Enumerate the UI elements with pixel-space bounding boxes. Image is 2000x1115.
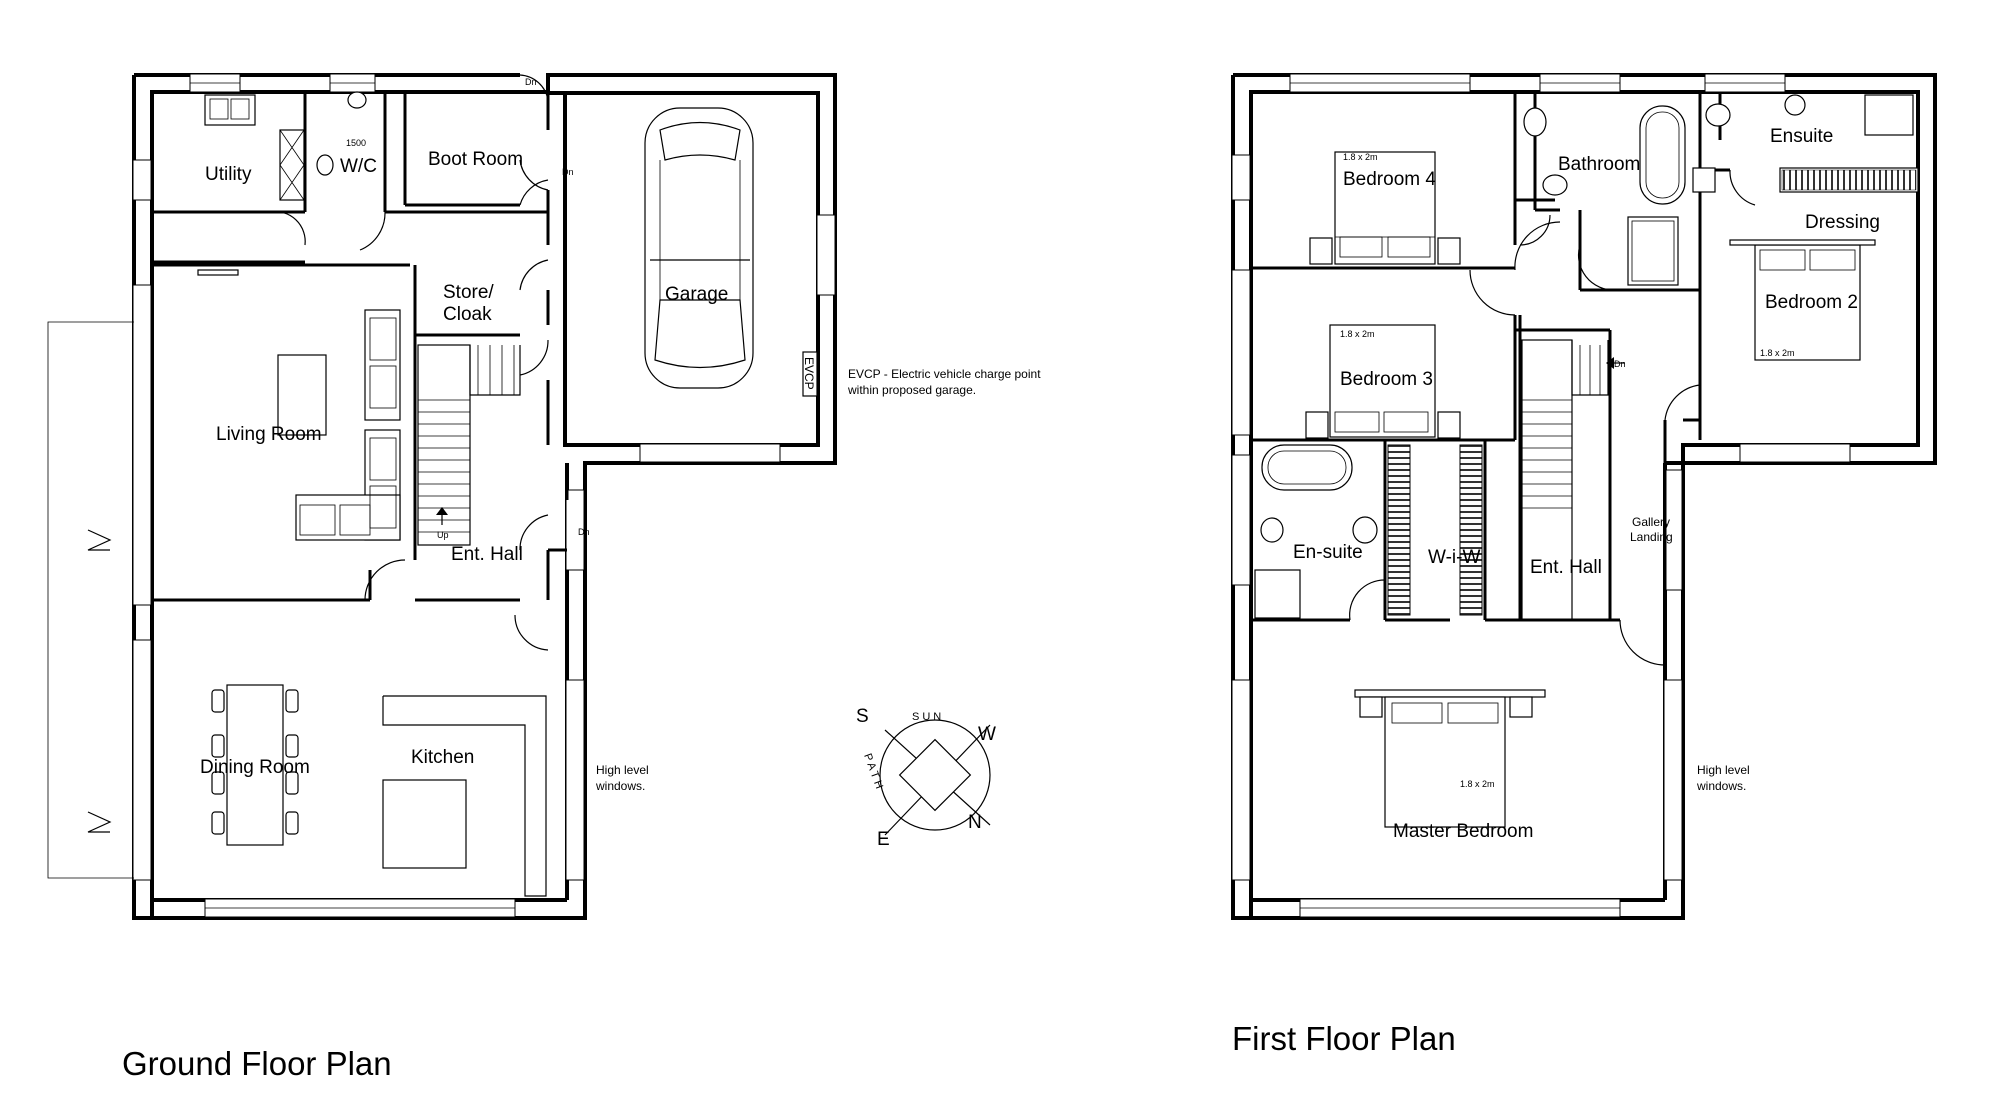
bathroom-label: Bathroom	[1558, 154, 1640, 175]
wiw-label: W-i-W	[1428, 547, 1480, 568]
ensuite-top-label: Ensuite	[1770, 126, 1833, 147]
compass-w: W	[978, 724, 996, 745]
gallery-label-line1: Gallery	[1632, 515, 1670, 529]
evcp-note-line1: EVCP - Electric vehicle charge point	[848, 367, 1041, 381]
store-label-line1: Store/	[443, 282, 494, 303]
wc-label: W/C	[340, 156, 377, 177]
ground-floor-title: Ground Floor Plan	[122, 1045, 392, 1082]
wc-fixtures	[316, 91, 367, 176]
bedroom3-bed-size: 1.8 x 2m	[1340, 329, 1375, 339]
first-windows	[1231, 73, 1851, 918]
ground-ent-hall-label: Ent. Hall	[451, 544, 523, 565]
ensuite-label: En-suite	[1293, 542, 1363, 563]
ground-internal-walls	[152, 92, 569, 602]
kitchen-label: Kitchen	[411, 747, 474, 768]
first-ent-hall-label: Ent. Hall	[1530, 557, 1602, 578]
first-floor-title: First Floor Plan	[1232, 1020, 1456, 1057]
bedroom2-label: Bedroom 2	[1765, 292, 1858, 313]
compass-s: S	[856, 706, 869, 727]
dressing-label: Dressing	[1805, 212, 1880, 233]
first-high-windows-line2: windows.	[1696, 779, 1746, 793]
bedroom4-bed-size: 1.8 x 2m	[1343, 152, 1378, 162]
ground-stair-up: Up	[437, 530, 449, 540]
dining-room-label: Dining Room	[200, 757, 310, 778]
master-bedroom-label: Master Bedroom	[1393, 821, 1533, 842]
ground-high-windows-line1: High level	[596, 763, 649, 777]
bedroom4-bed	[1309, 151, 1461, 265]
garage-car	[644, 107, 818, 397]
ground-stair-dn-top: Dn	[525, 77, 537, 87]
wc-dimension: 1500	[346, 138, 366, 148]
utility-label: Utility	[205, 164, 252, 185]
compass-rose	[879, 719, 991, 836]
first-high-windows-line1: High level	[1697, 763, 1750, 777]
ground-stair-dn-garage: Dn	[562, 167, 574, 177]
ground-high-windows-line2: windows.	[595, 779, 645, 793]
bathroom-fixtures	[1523, 105, 1686, 286]
dining-table	[211, 684, 299, 846]
bedroom2-bed	[1729, 239, 1876, 361]
first-stair-dn: Dn	[1614, 359, 1626, 369]
bedroom4-label: Bedroom 4	[1343, 169, 1436, 190]
master-bed	[1354, 689, 1546, 828]
evcp-tag: EVCP	[802, 357, 816, 390]
ground-stair-dn-hall: Dn	[578, 527, 590, 537]
first-doors	[1349, 169, 1756, 666]
garage-label: Garage	[665, 284, 728, 305]
utility-fixtures	[204, 94, 305, 201]
bedroom3-label: Bedroom 3	[1340, 369, 1433, 390]
first-floor-plan	[1231, 73, 1937, 920]
ground-floor-plan	[47, 73, 837, 920]
compass-n: N	[968, 812, 982, 833]
kitchen-units	[382, 695, 547, 897]
walk-in-wardrobe	[1387, 444, 1483, 616]
first-stairs	[1521, 339, 1625, 621]
ground-stairs	[417, 344, 521, 546]
dressing-wardrobe	[1692, 167, 1919, 193]
ensuite-top-fixtures	[1705, 94, 1914, 136]
gallery-label-line2: Landing	[1630, 530, 1673, 544]
compass-e: E	[877, 829, 890, 850]
evcp-note-line2: within proposed garage.	[847, 383, 976, 397]
boot-room-label: Boot Room	[428, 149, 523, 170]
store-label-line2: Cloak	[443, 304, 492, 325]
ground-doors	[269, 74, 549, 651]
ensuite-lower-fixtures	[1254, 444, 1378, 619]
ground-top-windows	[132, 73, 836, 918]
master-bed-size: 1.8 x 2m	[1460, 779, 1495, 789]
patio-deck	[47, 321, 134, 879]
compass-sun: SUN	[912, 711, 944, 723]
bedroom3-bed	[1305, 324, 1461, 439]
bedroom2-bed-size: 1.8 x 2m	[1760, 348, 1795, 358]
living-room-label: Living Room	[216, 424, 322, 445]
living-furniture	[197, 269, 401, 541]
